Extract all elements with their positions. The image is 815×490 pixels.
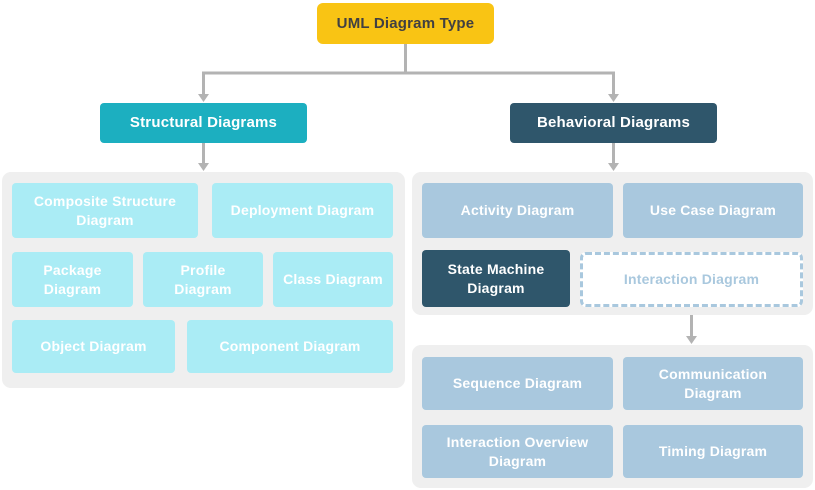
node-communication-diagram: Communication Diagram xyxy=(623,357,803,410)
node-behavioral-diagrams: Behavioral Diagrams xyxy=(510,103,717,143)
arrow-to-structural-group xyxy=(198,163,209,171)
node-deployment-diagram: Deployment Diagram xyxy=(212,183,393,238)
arrow-to-behavioral-group xyxy=(608,163,619,171)
node-class-diagram: Class Diagram xyxy=(273,252,393,307)
connector-root-stem xyxy=(202,44,693,336)
node-structural-diagrams: Structural Diagrams xyxy=(100,103,307,143)
arrow-to-interaction-group xyxy=(686,336,697,344)
node-package-diagram: Package Diagram xyxy=(12,252,133,307)
node-sequence-diagram: Sequence Diagram xyxy=(422,357,613,410)
node-object-diagram: Object Diagram xyxy=(12,320,175,373)
node-interaction-diagram: Interaction Diagram xyxy=(580,252,803,307)
node-activity-diagram: Activity Diagram xyxy=(422,183,613,238)
node-uml-diagram-type: UML Diagram Type xyxy=(317,3,494,44)
arrow-to-behavioral-header xyxy=(608,94,619,102)
node-component-diagram: Component Diagram xyxy=(187,320,393,373)
arrow-to-structural-header xyxy=(198,94,209,102)
node-state-machine-diagram: State Machine Diagram xyxy=(422,250,570,307)
node-profile-diagram: Profile Diagram xyxy=(143,252,263,307)
node-composite-structure-diagram: Composite Structure Diagram xyxy=(12,183,198,238)
node-timing-diagram: Timing Diagram xyxy=(623,425,803,478)
node-interaction-overview-diagram: Interaction Overview Diagram xyxy=(422,425,613,478)
node-use-case-diagram: Use Case Diagram xyxy=(623,183,803,238)
